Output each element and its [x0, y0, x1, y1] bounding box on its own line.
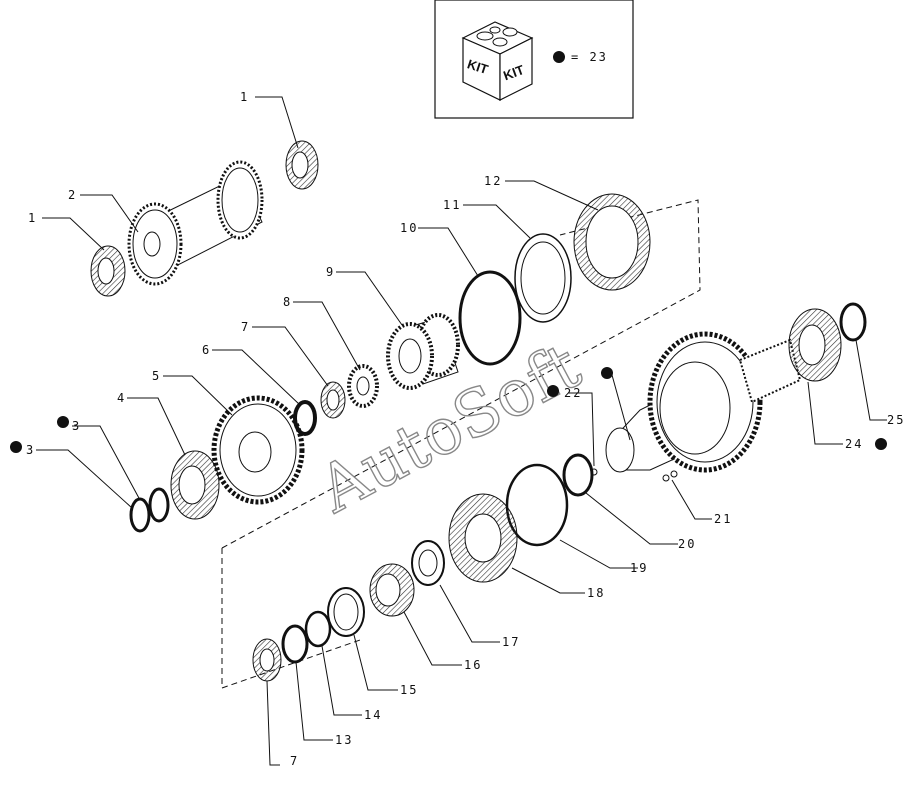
callout-3-upper: 3: [72, 419, 81, 433]
callout-21: 21: [714, 512, 732, 526]
callout-13: 13: [335, 733, 353, 747]
callout-24: 24: [845, 437, 863, 451]
part-20-o-ring: [562, 453, 594, 497]
part-5-gear: [211, 395, 305, 505]
callout-22: 22: [564, 386, 582, 400]
callout-16: 16: [464, 658, 482, 672]
callout-5: 5: [152, 369, 161, 383]
assembly-boundary: [221, 548, 361, 689]
part-19-large-o-ring: [505, 463, 569, 547]
part-2-cluster-gear: [127, 160, 264, 286]
callout-14: 14: [364, 708, 382, 722]
callout-10: 10: [400, 221, 418, 235]
callout-2: 2: [68, 188, 77, 202]
part-16-spring: [369, 563, 415, 617]
callout-9: 9: [326, 265, 335, 279]
callout-12: 12: [484, 174, 502, 188]
part-13-ring: [281, 624, 309, 664]
part-25-snap-ring: [839, 302, 867, 342]
part-10-open-ring: [458, 270, 522, 366]
callout-15: 15: [400, 683, 418, 697]
callout-1-bottom: 1: [28, 211, 37, 225]
part-18-piston: [448, 493, 518, 583]
part-4-bearing: [170, 450, 220, 520]
leader-lines: [36, 96, 887, 766]
part-14-ring: [304, 610, 332, 648]
part-7-upper-ring: [320, 381, 346, 419]
part-21-pins: [662, 470, 678, 482]
callout-7-lower: 7: [290, 754, 299, 768]
main-shaft-kit-bullet-icon: [601, 367, 613, 379]
callout-3-lower-kit-bullet-icon: [10, 441, 22, 453]
kit-label-left: KIT: [465, 56, 490, 77]
callout-22-kit-bullet-icon: [547, 385, 559, 397]
callout-3-lower: 3: [26, 443, 35, 457]
callout-19: 19: [630, 561, 648, 575]
callout-6: 6: [202, 343, 211, 357]
callout-7-upper: 7: [241, 320, 250, 334]
callout-17: 17: [502, 635, 520, 649]
callout-8: 8: [283, 295, 292, 309]
callout-11: 11: [443, 198, 461, 212]
part-12-synchro-ring: [573, 193, 651, 291]
part-24-bearing: [788, 308, 842, 382]
part-8-small-gear: [347, 364, 379, 408]
part-7-lower-washer: [252, 638, 282, 682]
callout-24-kit-bullet-icon: [875, 438, 887, 450]
callout-1-top: 1: [240, 90, 249, 104]
callout-3-kit-bullet-icon: [57, 416, 69, 428]
part-17-sleeve: [411, 540, 445, 586]
part-3-snap-rings: [129, 487, 170, 533]
part-9-splined-sleeve: [386, 313, 460, 390]
kit-label-right: KIT: [501, 62, 526, 83]
kit-bullet-icon: [553, 51, 565, 63]
kit-legend-text: = 23: [571, 50, 608, 64]
part-6-ring: [293, 400, 317, 436]
part-1-bottom-bearing: [90, 245, 126, 297]
part-1-top-bearing: [285, 140, 319, 190]
callout-18: 18: [587, 586, 605, 600]
kit-legend-box: KIT KIT = 23: [434, 0, 634, 119]
callout-20: 20: [678, 537, 696, 551]
kit-box-icon: KIT KIT: [461, 21, 534, 101]
callout-labels: 1 1 2 3 3 4 5 6 7 7 8 9 10 11 12 13 14 1…: [10, 90, 905, 768]
callout-4: 4: [117, 391, 126, 405]
callout-25: 25: [887, 413, 905, 427]
main-output-shaft: [605, 331, 802, 473]
part-11-disc: [514, 233, 572, 323]
part-15-washer: [327, 587, 365, 637]
